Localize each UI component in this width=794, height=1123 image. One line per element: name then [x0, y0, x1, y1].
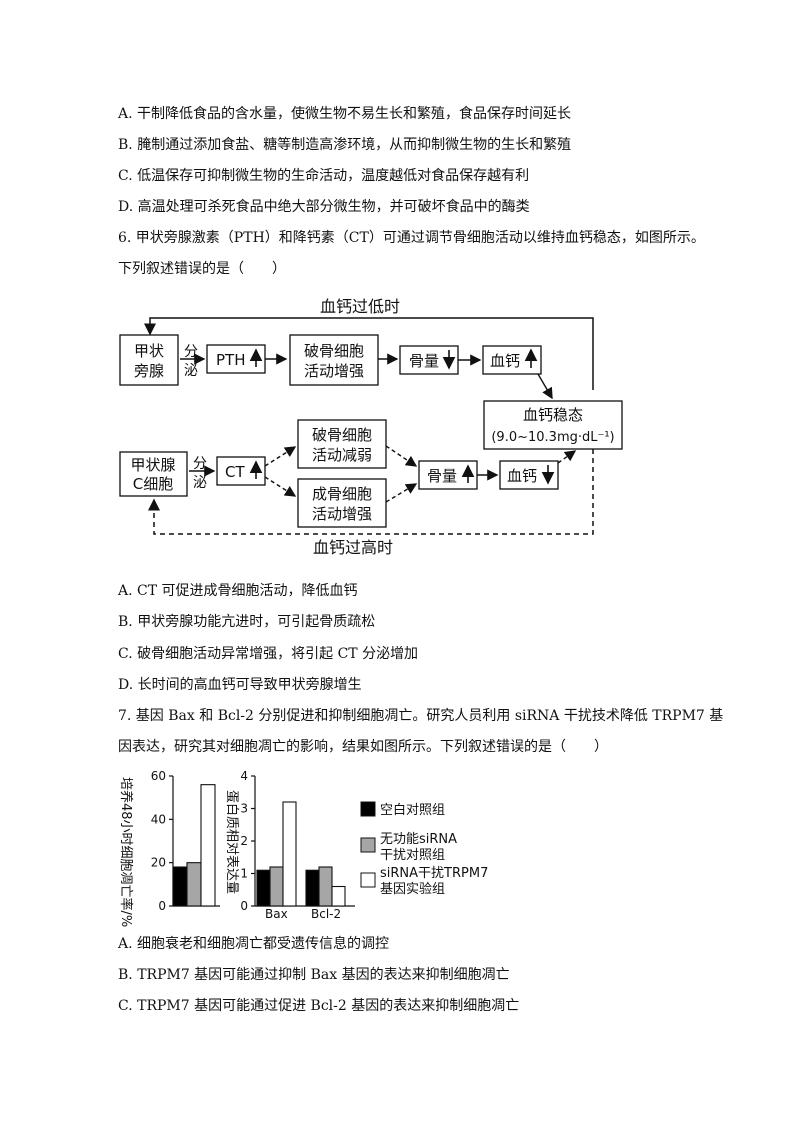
blood-calcium-increase-box [482, 345, 542, 375]
chart2-bar [269, 866, 284, 907]
legend-swatch-nonfunctional [360, 837, 376, 853]
chart2-tick-label: 1 [240, 867, 248, 881]
osteoclast-down-1: 破骨细胞 [312, 426, 372, 444]
parathyroid-label-1: 甲状 [134, 342, 164, 360]
chart2-ylabel: 蛋白质相对表达量 [224, 790, 240, 894]
secrete-label-2a: 分 [193, 456, 207, 472]
pth-label: PTH [216, 351, 246, 369]
legend-label-experiment-2: 基因实验组 [380, 881, 445, 897]
chart2-bar [282, 801, 297, 907]
osteoclast-increase-box [289, 334, 379, 386]
homeostasis-range: (9.0~10.3mg·dL⁻¹) [491, 430, 614, 445]
label-low-calcium: 血钙过低时 [320, 297, 400, 316]
legend-label-experiment-1: siRNA干扰TRPM7 [380, 866, 488, 881]
chart2-tick-label: 0 [240, 899, 248, 913]
osteoclast-down-2: 活动减弱 [312, 446, 372, 464]
secrete-label-1a: 分 [184, 344, 198, 360]
chart2-y-ticks: 0 1 2 3 4 [240, 769, 255, 913]
chart1-bar [172, 866, 188, 907]
osteoblast-up-1: 成骨细胞 [312, 485, 372, 503]
secrete-label-1b: 泌 [184, 363, 198, 379]
q7-option-c: C. TRPM7 基因可能通过促进 Bcl-2 基因的表达来抑制细胞凋亡 [118, 998, 520, 1014]
q7-option-a: A. 细胞衰老和细胞凋亡都受遗传信息的调控 [118, 936, 390, 952]
chart2-xtick-bcl2: Bcl-2 [311, 907, 341, 921]
q5-option-d: D. 高温处理可杀死食品中绝大部分微生物，并可破坏食品中的酶类 [118, 199, 530, 215]
bone-mass-label-top: 骨量 [409, 352, 439, 370]
q6-option-d: D. 长时间的高血钙可导致甲状旁腺增生 [118, 677, 362, 693]
secrete-label-2b: 泌 [193, 475, 207, 491]
arrow-ct-to-osteoblast-up [264, 476, 297, 497]
q6-stem-line1: 6. 甲状旁腺激素（PTH）和降钙素（CT）可通过调节骨细胞活动以维持血钙稳态，… [118, 230, 705, 246]
parathyroid-label-2: 旁腺 [134, 362, 164, 380]
osteoblast-up-2: 活动增强 [312, 505, 372, 523]
osteoblast-increase-box [297, 478, 387, 528]
chart1-ylabel-1: 培养48小时细胞凋亡率/% [118, 777, 134, 927]
q6-option-c: C. 破骨细胞活动异常增强，将引起 CT 分泌增加 [118, 646, 419, 662]
chart1-bar [186, 862, 202, 907]
legend-swatch-experiment [360, 872, 376, 888]
chart2-bar [318, 866, 333, 907]
chart2-tick-label: 2 [240, 834, 248, 848]
bone-mass-label-bottom: 骨量 [427, 467, 457, 485]
q5-option-a: A. 干制降低食品的含水量，使微生物不易生长和繁殖，食品保存时间延长 [118, 106, 572, 122]
chart-legend: 空白对照组 无功能siRNA 干扰对照组 siRNA干扰TRPM7 基因实验组 [360, 801, 488, 897]
pth-box [206, 344, 266, 374]
label-high-calcium: 血钙过高时 [313, 538, 393, 557]
arrow-to-homeostasis-top [537, 373, 553, 400]
osteoclast-decrease-box [297, 419, 387, 469]
osteoclast-up-2: 活动增强 [304, 362, 364, 380]
chart1-axes [172, 776, 220, 907]
chart2-bars [256, 801, 346, 907]
thyroid-label-1: 甲状腺 [130, 456, 175, 474]
blood-ca-label-bottom: 血钙 [507, 467, 537, 485]
legend-label-nonfunctional-2: 干扰对照组 [380, 848, 445, 863]
chart1-y-ticks: 0 20 40 60 [151, 769, 173, 913]
thyroid-label-2: C细胞 [133, 475, 173, 493]
q6-option-a: A. CT 可促进成骨细胞活动，降低血钙 [118, 583, 358, 599]
legend-label-blank: 空白对照组 [380, 802, 445, 818]
homeostasis-label: 血钙稳态 [523, 406, 583, 424]
chart1-bars [172, 784, 216, 907]
q7-stem-line1: 7. 基因 Bax 和 Bcl-2 分别促进和抑制细胞凋亡。研究人员利用 siR… [118, 708, 724, 724]
bone-mass-increase-box [418, 460, 478, 490]
chart1-tick-label: 20 [151, 856, 166, 870]
chart2-xtick-bax: Bax [265, 907, 288, 921]
high-calcium-feedback-arrow [148, 449, 594, 535]
legend-label-nonfunctional-1: 无功能siRNA [380, 832, 457, 847]
q7-stem-line2: 因表达，研究其对细胞凋亡的影响，结果如图所示。下列叙述错误的是（ ） [118, 739, 608, 755]
chart2-axes [254, 776, 355, 907]
q5-option-b: B. 腌制通过添加食盐、糖等制造高渗环境，从而抑制微生物的生长和繁殖 [118, 137, 572, 153]
chart2-tick-label: 3 [240, 802, 248, 816]
arrow-to-bone-up-2 [385, 483, 418, 503]
q5-option-c: C. 低温保存可抑制微生物的生命活动，温度越低对食品保存越有利 [118, 168, 530, 184]
legend-swatch-blank [360, 801, 376, 817]
chart1-tick-label: 60 [151, 769, 166, 783]
ct-label: CT [225, 463, 245, 481]
chart2-tick-label: 4 [240, 769, 248, 783]
blood-ca-label-top: 血钙 [490, 352, 520, 370]
arrow-to-bone-up-1 [385, 445, 418, 467]
q6-stem-line2: 下列叙述错误的是（ ） [118, 261, 286, 277]
q6-option-b: B. 甲状旁腺功能亢进时，可引起骨质疏松 [118, 614, 376, 630]
chart2-bar [305, 869, 320, 907]
thyroid-c-cell-box [119, 451, 188, 497]
parathyroid-box [119, 334, 179, 386]
low-calcium-feedback-arrow [144, 317, 594, 390]
chart1-tick-label: 40 [151, 812, 166, 826]
chart1-bar [200, 784, 216, 907]
calcium-homeostasis-box [483, 400, 623, 450]
q7-option-b: B. TRPM7 基因可能通过抑制 Bax 基因的表达来抑制细胞凋亡 [118, 967, 510, 983]
blood-calcium-decrease-box [499, 460, 559, 490]
arrow-to-homeostasis-bottom [557, 450, 577, 464]
ct-box [216, 456, 266, 486]
chart2-bar [331, 885, 346, 907]
bone-mass-decrease-box [399, 345, 459, 375]
osteoclast-up-1: 破骨细胞 [304, 342, 364, 360]
chart1-tick-label: 0 [158, 899, 166, 913]
chart2-bar [256, 869, 271, 907]
arrow-ct-to-osteoclast-down [264, 446, 297, 467]
